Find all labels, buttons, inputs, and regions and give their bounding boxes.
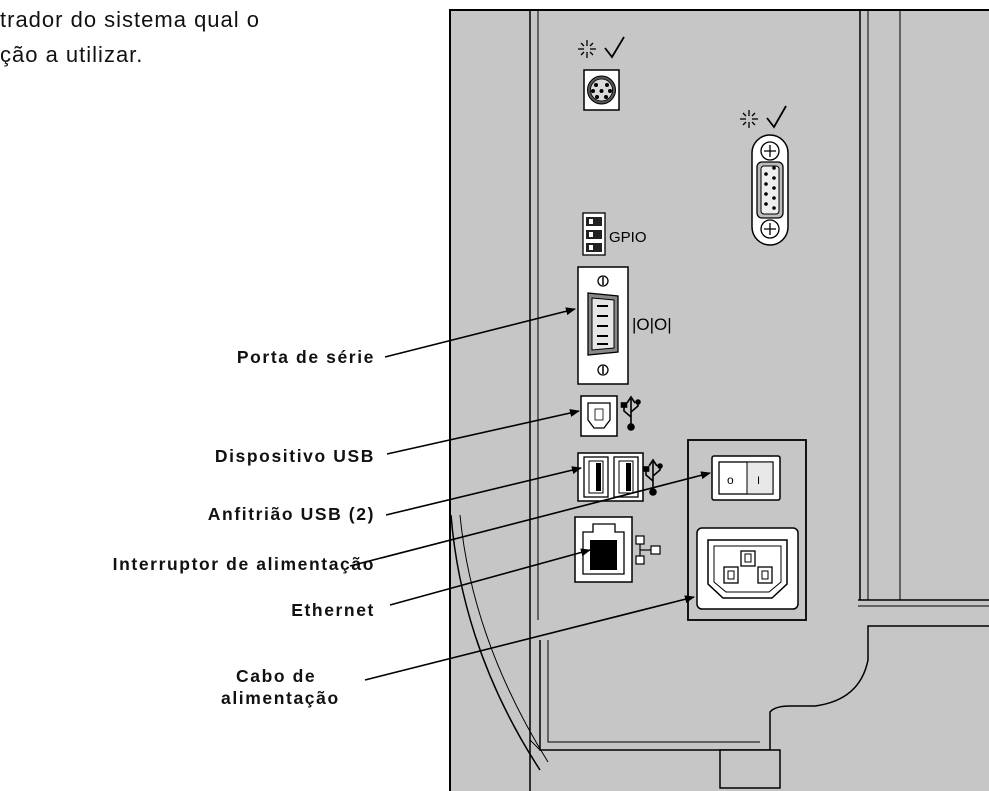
usb-icon (620, 395, 641, 431)
printer-housing (449, 9, 989, 791)
intro-line-2: ção a utilizar. (0, 42, 144, 67)
gpio-label: GPIO (609, 229, 647, 246)
usb-icon (642, 458, 663, 496)
callout-power-cable-line-2: alimentação (221, 688, 340, 708)
printer-body (449, 9, 989, 791)
serial-port (577, 266, 629, 385)
callout-serial-port: Porta de série (236, 347, 375, 367)
db9-port-top (751, 134, 789, 246)
arrow-usb-host (385, 466, 582, 516)
usb-device-port (580, 395, 618, 437)
callout-power-switch: Interruptor de alimentação (112, 554, 375, 574)
housing-corner (529, 739, 541, 751)
status-led-icon (740, 110, 758, 128)
arrow-serial-port (384, 307, 576, 358)
callout-power-cable: Cabo de alimentação (221, 665, 340, 709)
status-led-icon (578, 40, 596, 58)
callout-power-cable-line-1: Cabo de (236, 666, 317, 686)
intro-line-1: trador do sistema qual o (0, 7, 261, 32)
power-module (687, 439, 807, 621)
arrow-power-cable (364, 595, 695, 681)
intro-paragraph: trador do sistema qual o ção a utilizar. (0, 2, 260, 72)
callout-usb-device: Dispositivo USB (214, 446, 375, 466)
arrow-ethernet (389, 548, 591, 606)
serial-symbol-label: |O|O| (632, 315, 672, 334)
printer-foot (719, 749, 781, 789)
leader-lines (349, 307, 711, 681)
mini-din-port (583, 69, 620, 111)
arrow-usb-device (386, 409, 580, 455)
usb-host-ports (577, 452, 644, 502)
housing-lower-contour (539, 625, 989, 751)
checkmark-icon (604, 36, 625, 59)
gpio-port (582, 212, 606, 256)
housing-lower-contour-inner (547, 640, 760, 743)
side-door-curve-inner (459, 514, 549, 763)
ethernet-port (574, 516, 633, 583)
callout-ethernet: Ethernet (291, 600, 375, 620)
checkmark-icon (766, 105, 787, 129)
network-icon (635, 535, 661, 565)
arrow-power-switch (349, 471, 711, 567)
switch-off-label: o (727, 473, 734, 487)
callout-usb-host: Anfitrião USB (2) (207, 504, 375, 524)
side-door-curve (450, 514, 541, 771)
switch-on-label: I (757, 475, 760, 487)
